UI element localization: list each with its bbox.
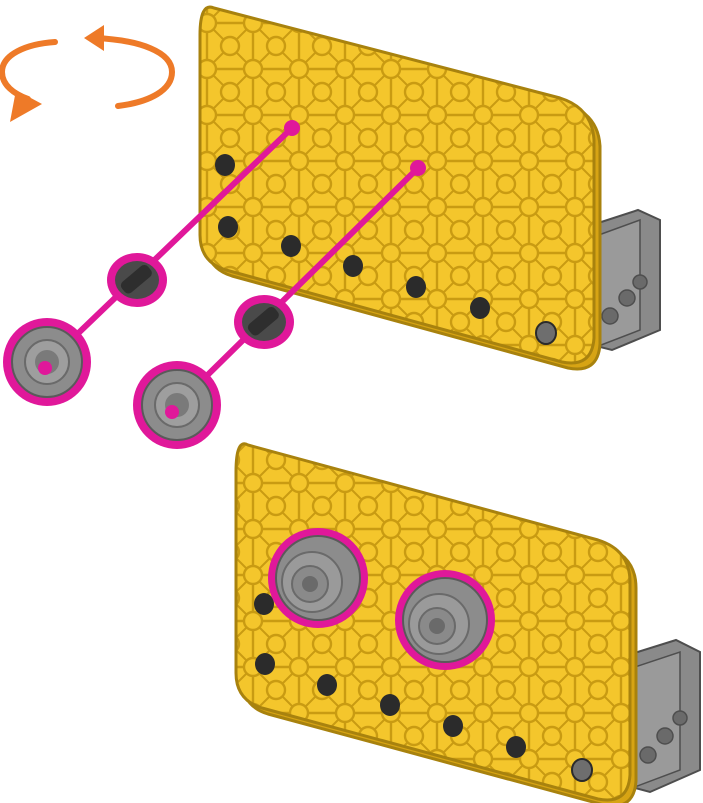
mounted-wheel-left <box>268 528 368 628</box>
gray-bracket-bottom <box>627 638 701 794</box>
axle-right <box>133 160 426 449</box>
wheel-left <box>3 318 91 406</box>
wheel-right <box>133 361 221 449</box>
rotate-arrows-icon <box>0 25 176 122</box>
assembly-after <box>234 442 701 803</box>
axle-connector-left <box>107 253 167 307</box>
axle-left <box>3 120 300 406</box>
assembly-before <box>3 5 661 449</box>
axle-connector-right <box>234 295 294 349</box>
gray-bracket <box>591 208 661 352</box>
plate-holes <box>215 154 557 345</box>
plate-holes-bottom <box>254 593 593 782</box>
mounted-wheel-right <box>395 570 495 670</box>
